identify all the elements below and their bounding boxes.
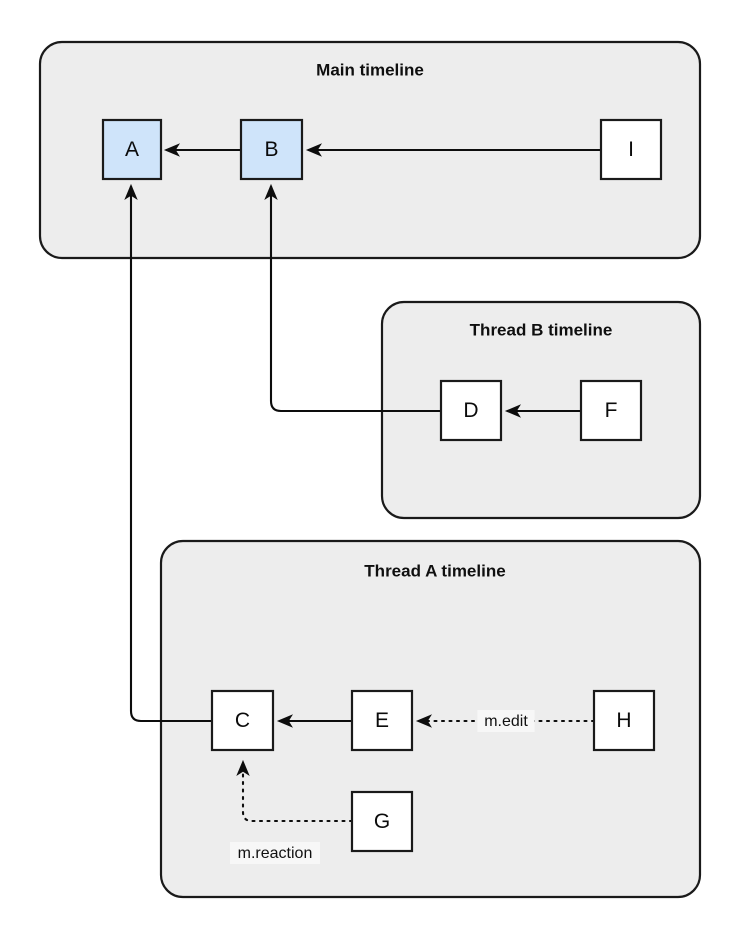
edge-label-text-G-C: m.reaction: [238, 845, 313, 862]
node-B[interactable]: B: [239, 118, 304, 181]
edge-label-bg-H-E: [477, 710, 535, 732]
edges: [124, 143, 601, 823]
group-title-threadB: Thread B timeline: [470, 320, 613, 339]
node-C[interactable]: C: [210, 689, 275, 752]
node-label-C: C: [235, 709, 250, 732]
node-box-E[interactable]: [350, 689, 414, 752]
edge-C-to-A: [124, 183, 212, 723]
node-box-A[interactable]: [101, 118, 163, 181]
node-box-B[interactable]: [239, 118, 304, 181]
group-title-threadA: Thread A timeline: [364, 561, 505, 580]
node-label-I: I: [628, 138, 634, 161]
edge-labels: m.edit m.reaction: [230, 710, 535, 864]
node-box-I[interactable]: [599, 118, 663, 181]
node-E[interactable]: E: [350, 689, 414, 752]
edge-G-to-C: [236, 759, 354, 823]
group-title-main: Main timeline: [316, 60, 424, 79]
node-box-F[interactable]: [579, 379, 643, 442]
node-box-H[interactable]: [592, 689, 656, 752]
nodes: A B I D F C E H G: [101, 118, 663, 853]
node-D[interactable]: D: [439, 379, 503, 442]
node-label-H: H: [616, 709, 631, 732]
node-box-C[interactable]: [210, 689, 275, 752]
edge-label-text-H-E: m.edit: [484, 713, 528, 730]
node-A[interactable]: A: [101, 118, 163, 181]
node-label-D: D: [463, 399, 478, 422]
edge-D-to-B: [264, 183, 441, 413]
node-H[interactable]: H: [592, 689, 656, 752]
node-label-A: A: [125, 138, 139, 161]
node-box-D[interactable]: [439, 379, 503, 442]
edge-label-H-E: m.edit: [477, 710, 535, 732]
node-label-B: B: [264, 138, 278, 161]
node-label-F: F: [605, 399, 618, 422]
edge-label-bg-G-C: [230, 842, 320, 864]
edge-label-G-C: m.reaction: [230, 842, 320, 864]
node-label-G: G: [374, 810, 390, 833]
node-box-G[interactable]: [350, 790, 414, 853]
node-G[interactable]: G: [350, 790, 414, 853]
node-label-E: E: [375, 709, 389, 732]
node-F[interactable]: F: [579, 379, 643, 442]
node-I[interactable]: I: [599, 118, 663, 181]
